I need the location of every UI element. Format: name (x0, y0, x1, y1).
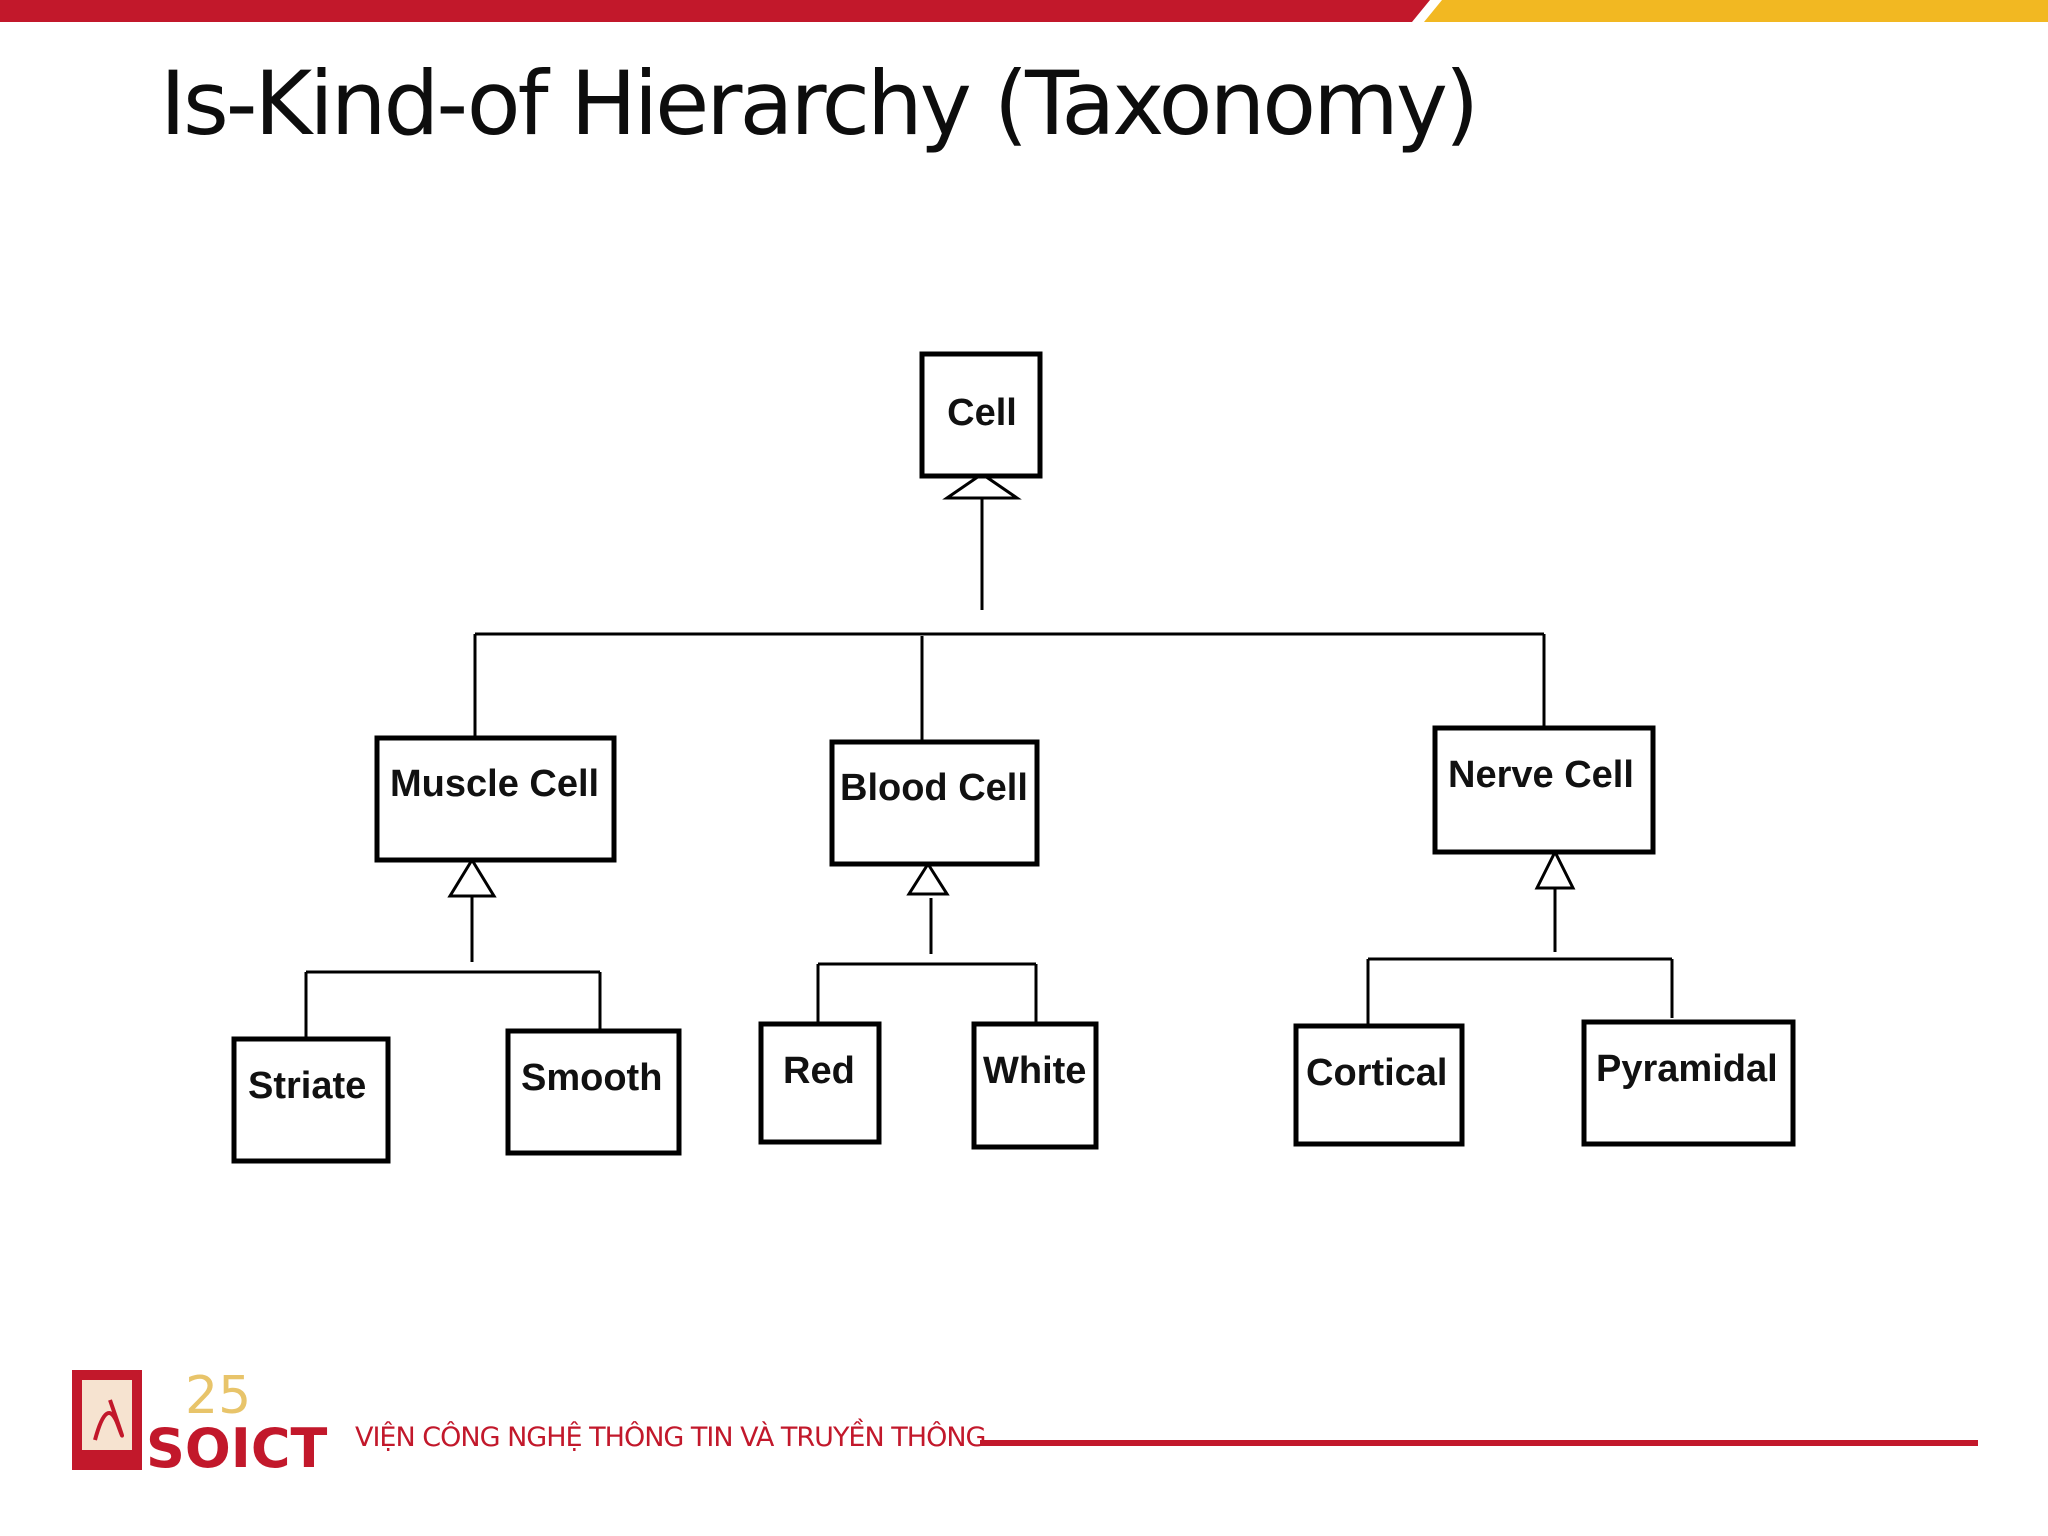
footer-institute-name: VIỆN CÔNG NGHỆ THÔNG TIN VÀ TRUYỀN THÔNG (355, 1422, 986, 1453)
footer-rule (980, 1440, 1978, 1446)
node-pyramidal: Pyramidal (1581, 1019, 1796, 1147)
node-cortical: Cortical (1293, 1023, 1465, 1147)
node-red: Red (758, 1021, 882, 1145)
node-white: White (971, 1021, 1099, 1150)
node-label-cortical: Cortical (1306, 1052, 1447, 1094)
logo-number: 25 (185, 1366, 251, 1426)
generalization-arrowhead-cell (942, 472, 1022, 500)
top-bar-red (0, 0, 1430, 22)
node-label-pyramidal: Pyramidal (1596, 1048, 1778, 1090)
node-blood-cell: Blood Cell (829, 739, 1040, 867)
node-muscle-cell: Muscle Cell (374, 735, 617, 863)
edges-nerve (1366, 848, 1674, 1024)
node-label-striate: Striate (248, 1065, 366, 1107)
top-bar-yellow (1424, 0, 2048, 22)
generalization-arrowhead-muscle (447, 857, 497, 898)
node-label-red: Red (783, 1050, 855, 1092)
top-accent-bar (0, 0, 2048, 22)
node-smooth: Smooth (505, 1028, 682, 1156)
generalization-arrowhead-nerve (1534, 848, 1576, 890)
generalization-arrowhead-blood (906, 861, 950, 896)
node-cell: Cell (919, 351, 1043, 479)
logo-emblem-mark (93, 1399, 124, 1441)
slide-title: Is-Kind-of Hierarchy (Taxonomy) (160, 52, 1479, 155)
edges-muscle (304, 857, 602, 1038)
soict-logo: 25 SOICT (72, 1366, 328, 1475)
node-nerve-cell: Nerve Cell (1432, 725, 1656, 855)
node-striate: Striate (231, 1036, 391, 1164)
logo-text: SOICT (146, 1417, 328, 1475)
node-label-blood-cell: Blood Cell (840, 767, 1028, 809)
node-label-cell: Cell (947, 392, 1017, 434)
node-label-muscle-cell: Muscle Cell (390, 763, 599, 805)
node-label-smooth: Smooth (521, 1057, 662, 1099)
node-label-white: White (983, 1050, 1086, 1092)
edges-blood (816, 861, 1038, 1024)
edges-level-1 (473, 472, 1546, 742)
node-label-nerve-cell: Nerve Cell (1448, 754, 1634, 796)
